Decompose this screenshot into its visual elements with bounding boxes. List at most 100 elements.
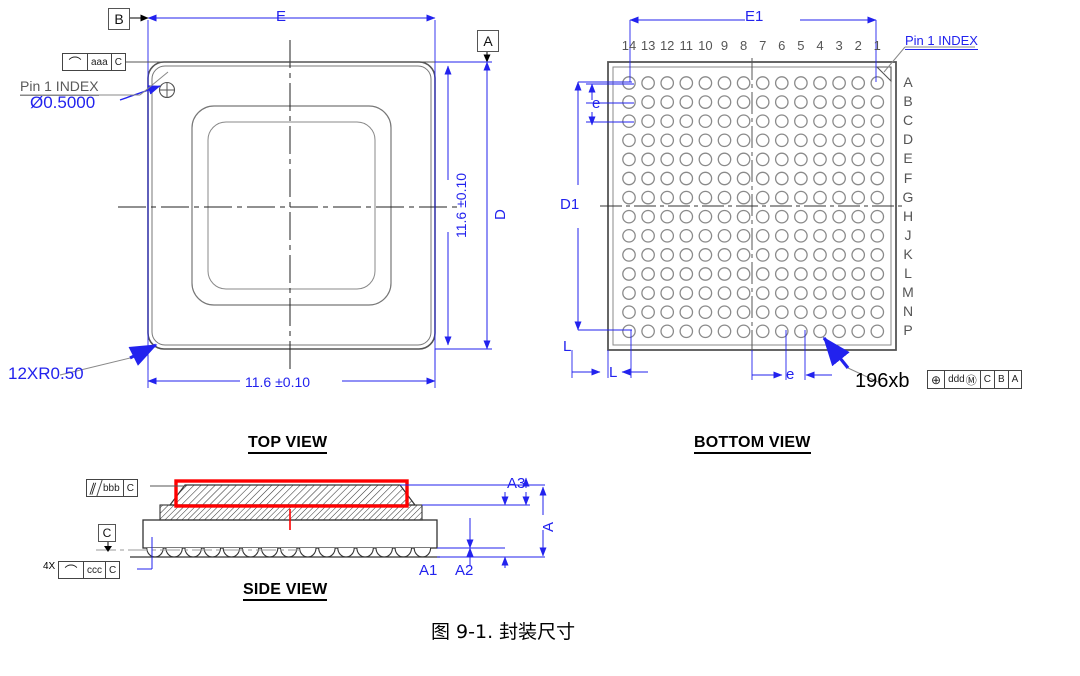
ball-pad: [698, 171, 713, 186]
ball-pad: [717, 286, 732, 300]
ball-pad: [679, 114, 694, 129]
ball-pad: [870, 76, 885, 90]
solder-ball: [375, 547, 393, 558]
position-datum2: B: [995, 371, 1009, 388]
ball-pad: [622, 95, 636, 109]
dim-width-label: 11.6 ±0.10: [245, 374, 311, 390]
ball-pad: [755, 324, 770, 339]
ball-pad: [851, 95, 866, 109]
ball-pad: [813, 152, 827, 167]
solder-ball: [203, 547, 222, 558]
ball-pad: [698, 209, 713, 224]
ball-pad: [660, 305, 675, 320]
coplanarity-tolerance: ccc: [84, 562, 106, 578]
ball-pad: [622, 286, 636, 300]
ball-pad: [870, 190, 885, 205]
ball-pad: [794, 228, 808, 243]
ball-pad: [774, 305, 789, 320]
row-label: A: [903, 74, 913, 90]
ball-pad: [774, 228, 789, 243]
ball-pad: [870, 171, 885, 186]
ball-pad: [660, 209, 675, 224]
ball-pad: [698, 248, 713, 262]
ball-pad: [660, 114, 675, 129]
dim-E-label: E: [276, 8, 287, 25]
ball-pad: [755, 152, 770, 167]
ball-pad: [794, 95, 808, 109]
ball-pad: [832, 152, 846, 167]
ball-pad: [813, 190, 827, 205]
ball-pad: [755, 171, 770, 186]
ball-pad: [660, 286, 675, 300]
ball-pad: [774, 133, 789, 148]
ball-pad: [641, 152, 655, 167]
ball-pad: [870, 152, 885, 167]
ball-pad: [622, 171, 636, 186]
ball-pad: [641, 248, 655, 262]
ball-pad: [641, 76, 655, 90]
solder-ball: [337, 547, 355, 558]
ball-pad: [660, 133, 675, 148]
ball-pad: [736, 305, 751, 320]
coplanarity-datum: C: [109, 564, 117, 576]
pin1-index-bottom-label: Pin 1 INDEX: [905, 33, 978, 50]
ball-pad: [679, 305, 694, 320]
highlight-box: [174, 479, 409, 508]
ball-pad: [736, 248, 751, 262]
solder-ball: [394, 547, 413, 558]
ball-pad: [698, 152, 713, 167]
ball-pad: [851, 286, 866, 300]
ball-pad: [622, 152, 636, 167]
ball-pad: [736, 324, 751, 339]
dim-D1-label: D1: [560, 196, 580, 213]
ball-pad: [717, 171, 732, 186]
position-symbol: ⊕: [928, 371, 946, 388]
ball-pad: [832, 267, 846, 281]
dim-A3-label: A3: [507, 475, 526, 492]
ball-pad: [698, 228, 713, 243]
fcf-coplanarity: ⌒ ccc C: [58, 561, 121, 579]
ball-pad: [622, 76, 636, 90]
ball-pad: [698, 76, 713, 90]
ball-pad: [622, 305, 636, 320]
ball-pad: [641, 190, 655, 205]
ball-pad: [832, 76, 846, 90]
ball-pad: [641, 95, 655, 109]
column-label: 4: [816, 38, 824, 53]
ball-pad: [717, 267, 732, 281]
top-view-title: TOP VIEW: [248, 434, 328, 454]
ball-pad: [679, 171, 694, 186]
ball-pad: [679, 95, 694, 109]
ball-pad: [736, 95, 751, 109]
column-label: 13: [640, 38, 656, 53]
ball-pad: [813, 76, 827, 90]
position-modifier: Ⓜ: [965, 374, 977, 387]
ball-pad: [717, 209, 732, 224]
ball-pad: [813, 114, 827, 129]
ball-pad: [832, 114, 846, 129]
ball-pad: [851, 267, 866, 281]
ball-pad: [851, 133, 866, 148]
solder-ball: [260, 547, 279, 558]
ball-pad: [870, 267, 885, 281]
ball-pad: [832, 133, 846, 148]
ball-pad: [641, 324, 655, 339]
ball-pad: [813, 133, 827, 148]
ball-pad: [832, 286, 846, 300]
column-label: 7: [759, 38, 767, 53]
ball-pad: [870, 209, 885, 224]
ball-pad: [736, 286, 751, 300]
ball-pad: [813, 228, 827, 243]
ball-pad: [622, 228, 636, 243]
flatness-tolerance: aaa: [88, 54, 112, 70]
ball-pad: [641, 209, 655, 224]
ball-pad: [660, 267, 675, 281]
ball-pad: [717, 152, 732, 167]
ball-pad: [851, 76, 866, 90]
ball-pad: [717, 305, 732, 320]
ball-pad: [641, 133, 655, 148]
ball-pad: [832, 190, 846, 205]
ball-pad: [736, 209, 751, 224]
dim-A2-label: A2: [455, 562, 474, 579]
